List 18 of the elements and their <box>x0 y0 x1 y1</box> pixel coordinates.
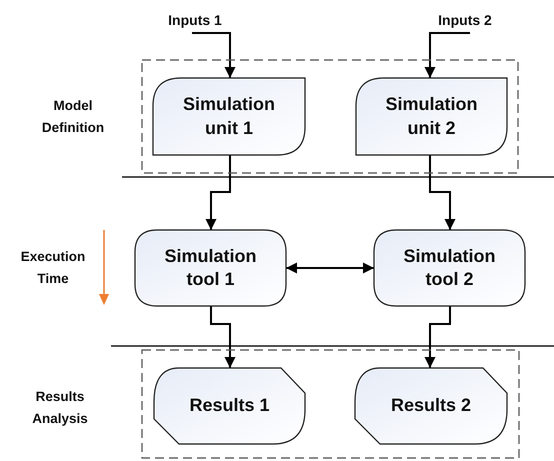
node-label: Results 1 <box>189 394 270 418</box>
arrow <box>424 32 470 78</box>
node-label: Results 2 <box>390 394 472 418</box>
input-label: Inputs 1 <box>168 10 222 30</box>
arrow <box>429 155 456 230</box>
row-label: Model Definition <box>40 97 106 137</box>
input-label: Inputs 2 <box>438 10 492 30</box>
row-label: Results Analysis <box>31 388 89 428</box>
node-label: Simulation tool 1 <box>163 244 258 291</box>
arrow <box>424 306 451 368</box>
row-label: Execution Time <box>20 248 86 288</box>
node-label: Simulation tool 2 <box>402 244 496 291</box>
node-label: Simulation unit 2 <box>384 93 478 140</box>
node-label: Simulation unit 1 <box>182 93 276 140</box>
arrow <box>192 32 236 78</box>
arrow <box>206 155 231 230</box>
arrow <box>210 306 236 368</box>
arrow <box>286 262 374 274</box>
